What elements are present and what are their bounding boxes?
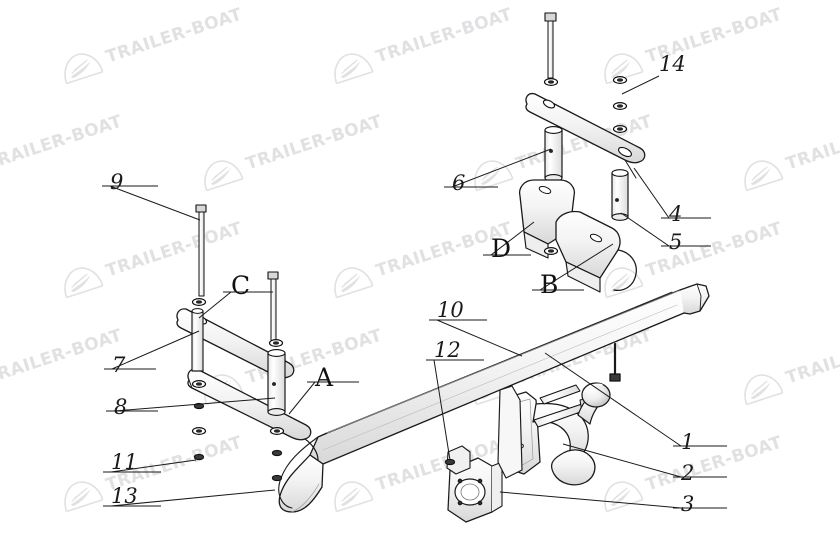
leader-line-8 — [113, 397, 276, 412]
leader-line-7 — [111, 330, 200, 370]
leader-line-12 — [433, 359, 451, 461]
mounting-plate-upper-right — [525, 92, 646, 179]
leader-line-2 — [562, 443, 682, 478]
electrical-socket-plate — [444, 445, 503, 523]
fastener-column-left — [191, 204, 285, 482]
leader-line-C — [198, 291, 232, 319]
bracket-body-upper — [518, 179, 637, 293]
leader-line-6 — [451, 148, 552, 188]
support-gusset — [497, 385, 523, 479]
leader-line-11 — [110, 459, 197, 473]
leader-line-D — [490, 221, 535, 256]
leader-line-A — [288, 381, 316, 415]
spacer-tube-6 — [544, 126, 563, 182]
leader-line-B — [539, 243, 614, 291]
leader-line-10 — [436, 319, 523, 357]
leader-line-9 — [109, 185, 201, 221]
leader-line-13 — [110, 489, 276, 507]
leader-line-1 — [544, 352, 682, 447]
hex-bolt-top — [544, 12, 557, 79]
leader-lines — [109, 75, 682, 509]
leader-line-5 — [620, 212, 670, 247]
spacer-tube-7 — [191, 308, 204, 372]
callout-rules — [102, 185, 727, 509]
spacer-tube-A — [267, 349, 286, 416]
mounting-plate-left-lower — [187, 368, 319, 461]
spacer-tube-4 — [611, 169, 629, 221]
leader-line-4 — [633, 167, 670, 219]
cross-member-beam — [278, 283, 710, 513]
leader-line-14 — [621, 75, 660, 95]
leader-line-3 — [499, 491, 682, 509]
